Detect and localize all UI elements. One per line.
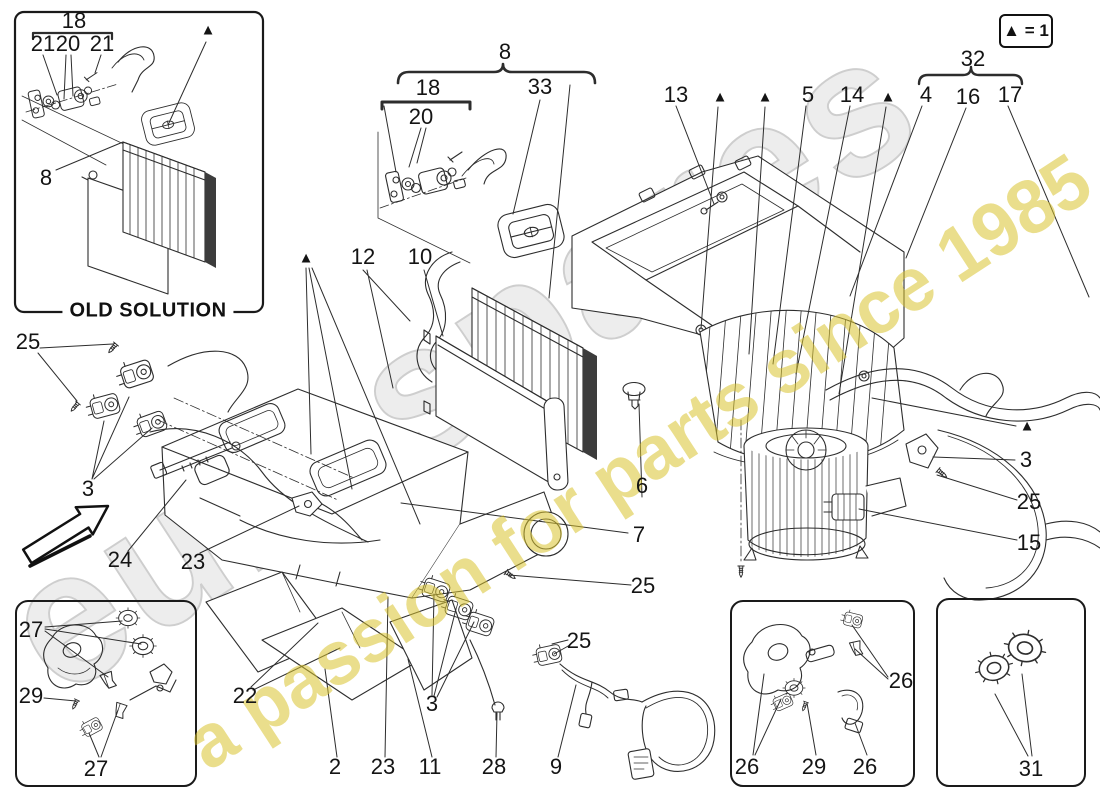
txv-valve-group-art [377, 62, 597, 299]
callout-23: 23 [370, 754, 396, 779]
inset-box-clips-middle [730, 600, 915, 787]
callout-4: 4 [919, 82, 933, 107]
direction-arrow [21, 504, 110, 568]
callout-27: 27 [18, 617, 44, 642]
callout-15: 15 [1016, 530, 1042, 555]
right-pipes-art [825, 368, 1100, 601]
blower-motor-art [737, 419, 907, 578]
wiring-harness-art [530, 640, 716, 780]
callout-2: 2 [328, 754, 342, 779]
callout-25: 25 [630, 573, 656, 598]
triangle-marker: ▲ [880, 88, 896, 106]
callout-28: 28 [481, 754, 507, 779]
inset-box-grommets [936, 598, 1086, 787]
triangle-marker: ▲ [298, 249, 314, 267]
triangle-marker: ▲ [200, 21, 216, 39]
callout-26: 26 [734, 754, 760, 779]
callout-25: 25 [1016, 489, 1042, 514]
callout-11: 11 [418, 754, 442, 779]
callout-14: 14 [839, 82, 865, 107]
callout-24: 24 [107, 547, 133, 572]
left-actuators-art [68, 341, 369, 543]
callout-31: 31 [1018, 756, 1044, 781]
old-solution-box-art [13, 10, 265, 314]
heater-core-art [423, 329, 569, 491]
callout-8: 8 [498, 39, 512, 64]
callout-29: 29 [801, 754, 827, 779]
callout-3: 3 [1019, 447, 1033, 472]
callout-25: 25 [15, 329, 41, 354]
callout-26: 26 [852, 754, 878, 779]
callout-22: 22 [232, 683, 258, 708]
callout-20: 20 [408, 104, 434, 129]
right-bracket-art [823, 433, 950, 521]
callout-6: 6 [635, 473, 649, 498]
callout-21: 21 [89, 31, 115, 56]
callout-27: 27 [83, 756, 109, 781]
callout-3: 3 [81, 476, 95, 501]
triangle-legend: ▲ = 1 [999, 14, 1053, 48]
center-actuators-art [416, 568, 518, 721]
callout-29: 29 [18, 683, 44, 708]
distribution-unit-art [161, 388, 569, 599]
callout-21: 21 [30, 31, 56, 56]
drain-plug-art [622, 381, 646, 410]
callout-33: 33 [527, 74, 553, 99]
callout-25: 25 [566, 628, 592, 653]
callout-3: 3 [425, 691, 439, 716]
callout-10: 10 [407, 244, 433, 269]
triangle-marker: ▲ [1019, 417, 1035, 435]
triangle-marker: ▲ [757, 88, 773, 106]
callout-13: 13 [663, 82, 689, 107]
callout-8: 8 [39, 165, 53, 190]
callout-18: 18 [61, 8, 87, 33]
callout-7: 7 [632, 522, 646, 547]
callout-9: 9 [549, 754, 563, 779]
old-solution-label: OLD SOLUTION [62, 299, 234, 323]
callout-16: 16 [955, 84, 981, 109]
callout-18: 18 [415, 75, 441, 100]
callout-5: 5 [801, 82, 815, 107]
callout-20: 20 [55, 31, 81, 56]
bracket-32 [917, 65, 1024, 86]
callout-26: 26 [888, 668, 914, 693]
inset-box-clips-left [15, 600, 197, 787]
triangle-marker: ▲ [712, 88, 728, 106]
callout-23: 23 [180, 549, 206, 574]
callout-12: 12 [350, 244, 376, 269]
callout-17: 17 [997, 82, 1023, 107]
callout-32: 32 [960, 46, 986, 71]
leader-lines [37, 105, 1090, 758]
